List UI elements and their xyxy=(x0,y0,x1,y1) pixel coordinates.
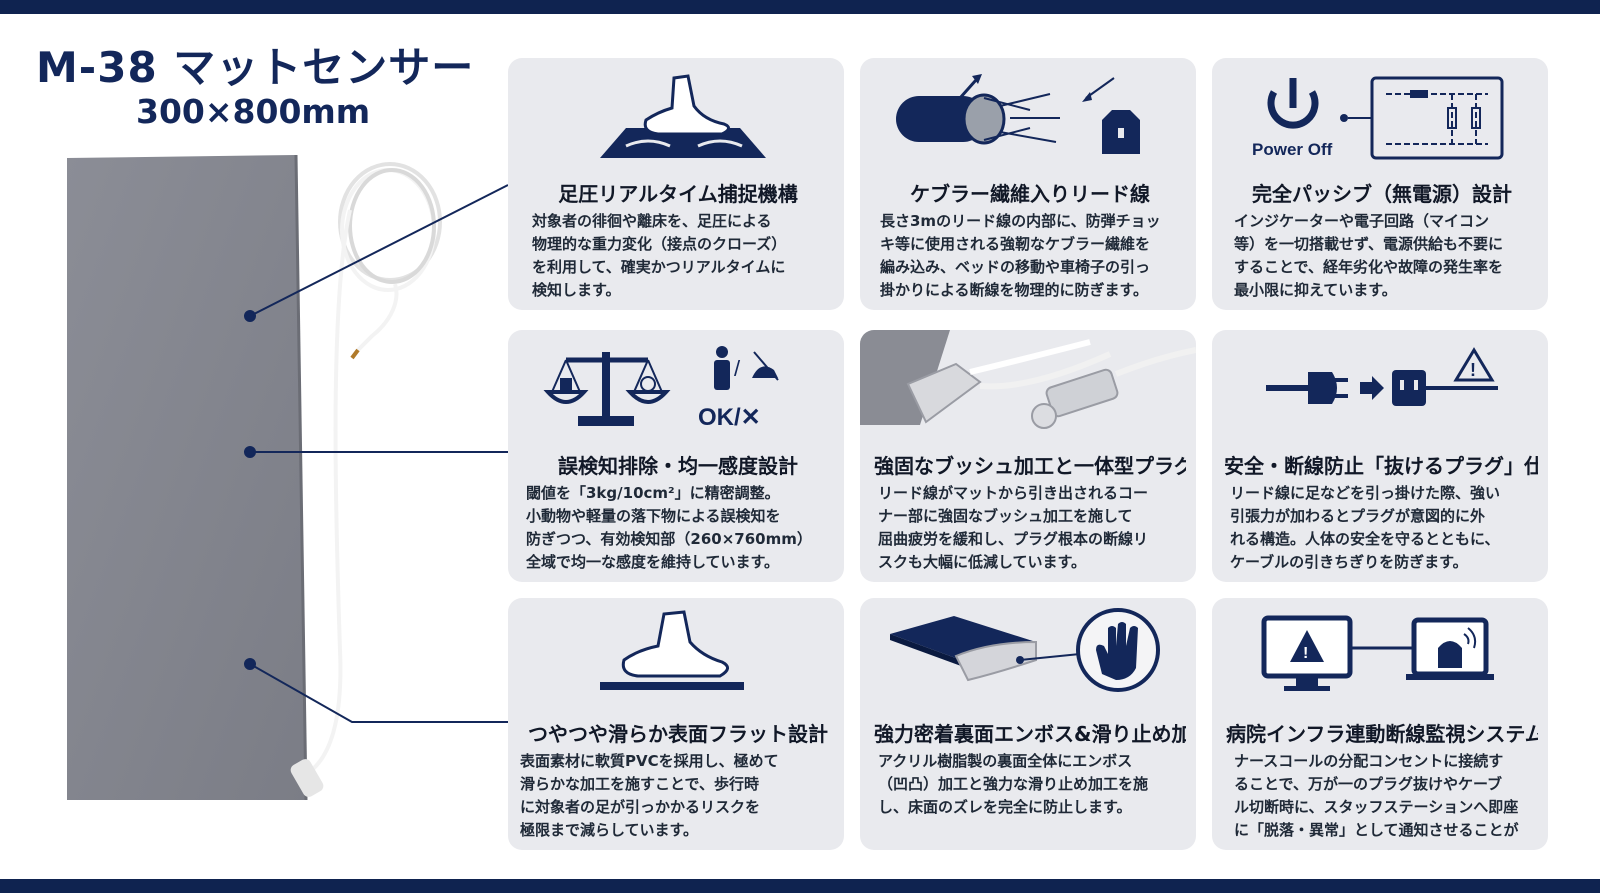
card-title: つやつや滑らか表面フラット設計 xyxy=(528,722,828,746)
balance-scale-icon: / OK/✕ xyxy=(543,346,779,431)
card-line: 対象者の徘徊や離床を、足圧による xyxy=(532,212,772,230)
feature-card-bushing-plug: 強固なブッシュ加工と一体型プラグ リード線がマットから引き出されるコー ナー部に… xyxy=(860,330,1196,582)
feature-card-false-detection: / OK/✕ 誤検知排除・均一感度設計 閾値を「3kg/10cm²」に精密調整。… xyxy=(508,330,844,582)
card-title: 強力密着裏面エンボス&滑り止め加工 xyxy=(874,722,1186,746)
card-title: 誤検知排除・均一感度設計 xyxy=(558,454,798,478)
page-title: M-38 マットセンサー xyxy=(36,43,475,92)
card-line: アクリル樹脂製の裏面全体にエンボス xyxy=(878,752,1133,770)
foot-on-flat-surface-icon xyxy=(600,610,744,690)
card-line: 小動物や軽量の落下物による誤検知を xyxy=(526,507,781,525)
card-line: リード線がマットから引き出されるコー xyxy=(878,484,1149,502)
card-line: 検知します。 xyxy=(532,281,621,299)
card-line: （凹凸）加工と強力な滑り止め加工を施 xyxy=(878,775,1149,793)
card-title: 完全パッシブ（無電源）設計 xyxy=(1252,182,1512,206)
card-line: することで、経年劣化や故障の発生率を xyxy=(1234,258,1503,276)
card-line: 編み込み、ベッドの移動や車椅子の引っ xyxy=(880,258,1151,276)
feature-card-monitoring-system: ! 病院インフラ連動断線監視システム ナースコールの分配コンセントに接続す るこ… xyxy=(1212,598,1548,850)
nurse-call-monitor-icon: ! xyxy=(1261,615,1494,691)
cable-coil xyxy=(303,162,442,777)
card-line: リード線に足などを引っ掛けた際、強い xyxy=(1230,484,1501,502)
feature-card-kevlar-cable: ケブラー繊維入りリード線 長さ3mのリード線の内部に、防弾チョッ キ等に使用され… xyxy=(860,58,1196,310)
feature-card-foot-pressure: 足圧リアルタイム捕捉機構 対象者の徘徊や離床を、足圧による 物理的な重力変化（接… xyxy=(508,58,844,310)
feature-card-embossed-backing: 強力密着裏面エンボス&滑り止め加工 アクリル樹脂製の裏面全体にエンボス （凹凸）… xyxy=(860,598,1196,850)
card-title: ケブラー繊維入りリード線 xyxy=(910,182,1150,206)
bushing-plug-photo-icon xyxy=(860,330,1196,429)
card-line: 屈曲疲労を緩和し、プラグ根本の断線リ xyxy=(878,530,1149,548)
card-line: インジケーターや電子回路（マイコン xyxy=(1234,212,1490,230)
card-line: に対象者の足が引っかかるリスクを xyxy=(520,798,761,816)
bottom-border-band xyxy=(0,879,1600,893)
card-line: 閾値を「3kg/10cm²」に精密調整。 xyxy=(526,484,780,502)
card-line: れる構造。人体の安全を守るとともに、 xyxy=(1230,530,1500,548)
feature-card-passive-design: Power Off 完全パッシブ（無電源）設計 インジケーターや電子回路（マイコ… xyxy=(1212,58,1548,310)
foot-on-pressure-pad-icon xyxy=(600,74,766,158)
top-border-band xyxy=(0,0,1600,14)
kevlar-cable-icon xyxy=(896,74,1140,154)
card-line: ナー部に強固なブッシュ加工を施して xyxy=(878,507,1133,525)
card-line: 物理的な重力変化（接点のクローズ） xyxy=(532,235,787,253)
card-line: 掛かりによる断線を物理的に防ぎます。 xyxy=(880,281,1149,299)
feature-card-breakaway-plug: ! 安全・断線防止「抜けるプラグ」仕様 リード線に足などを引っ掛けた際、強い 引… xyxy=(1212,330,1548,582)
svg-text:!: ! xyxy=(1470,360,1476,380)
svg-text:!: ! xyxy=(1303,645,1308,662)
card-line: を利用して、確実かつリアルタイムに xyxy=(532,258,786,276)
card-line: 等）を一切搭載せず、電源供給も不要に xyxy=(1234,235,1503,253)
card-line: 引張力が加わるとプラグが意図的に外 xyxy=(1230,507,1486,525)
embossed-backing-icon xyxy=(890,608,1160,692)
card-line: 極限まで減らしています。 xyxy=(520,821,699,839)
card-line: 防ぎつつ、有効検知部（260×760mm） xyxy=(526,530,812,548)
feature-card-flat-surface: つやつや滑らか表面フラット設計 表面素材に軟質PVCを採用し、極めて 滑らかな加… xyxy=(508,598,844,850)
ok-cross-label: OK/✕ xyxy=(698,404,761,431)
card-line: に「脱落・異常」として通知させることが xyxy=(1234,821,1519,839)
mat-sensor-illustration xyxy=(67,154,509,801)
card-title: 足圧リアルタイム捕捉機構 xyxy=(558,182,798,206)
mat-body xyxy=(67,155,306,800)
card-line: 表面素材に軟質PVCを採用し、極めて xyxy=(520,752,779,770)
card-line: し、床面のズレを完全に防止します。 xyxy=(878,798,1132,816)
card-line: ナースコールの分配コンセントに接続す xyxy=(1234,752,1504,770)
card-line: 滑らかな加工を施すことで、歩行時 xyxy=(520,775,759,793)
card-title: 強固なブッシュ加工と一体型プラグ xyxy=(874,454,1186,478)
card-line: ケーブルの引きちぎりを防ぎます。 xyxy=(1230,553,1468,571)
card-title: 安全・断線防止「抜けるプラグ」仕様 xyxy=(1224,454,1538,478)
card-line: 長さ3mのリード線の内部に、防弾チョッ xyxy=(880,212,1161,230)
card-line: ル切断時に、スタッフステーションへ即座 xyxy=(1234,798,1519,816)
svg-text:/: / xyxy=(734,356,741,381)
card-line: キ等に使用される強靭なケブラー繊維を xyxy=(880,235,1151,253)
breakaway-plug-icon: ! xyxy=(1266,347,1498,406)
power-off-label: Power Off xyxy=(1252,140,1333,159)
card-line: スクも大幅に低減しています。 xyxy=(878,553,1087,571)
page-subtitle: 300×800mm xyxy=(136,92,371,131)
card-title: 病院インフラ連動断線監視システム xyxy=(1226,722,1538,746)
card-line: 全域で均一な感度を維持しています。 xyxy=(526,553,780,571)
power-off-circuit-icon: Power Off xyxy=(1252,76,1504,160)
card-line: ることで、万が一のプラグ抜けやケーブ xyxy=(1234,775,1503,793)
card-line: 最小限に抑えています。 xyxy=(1234,281,1397,299)
